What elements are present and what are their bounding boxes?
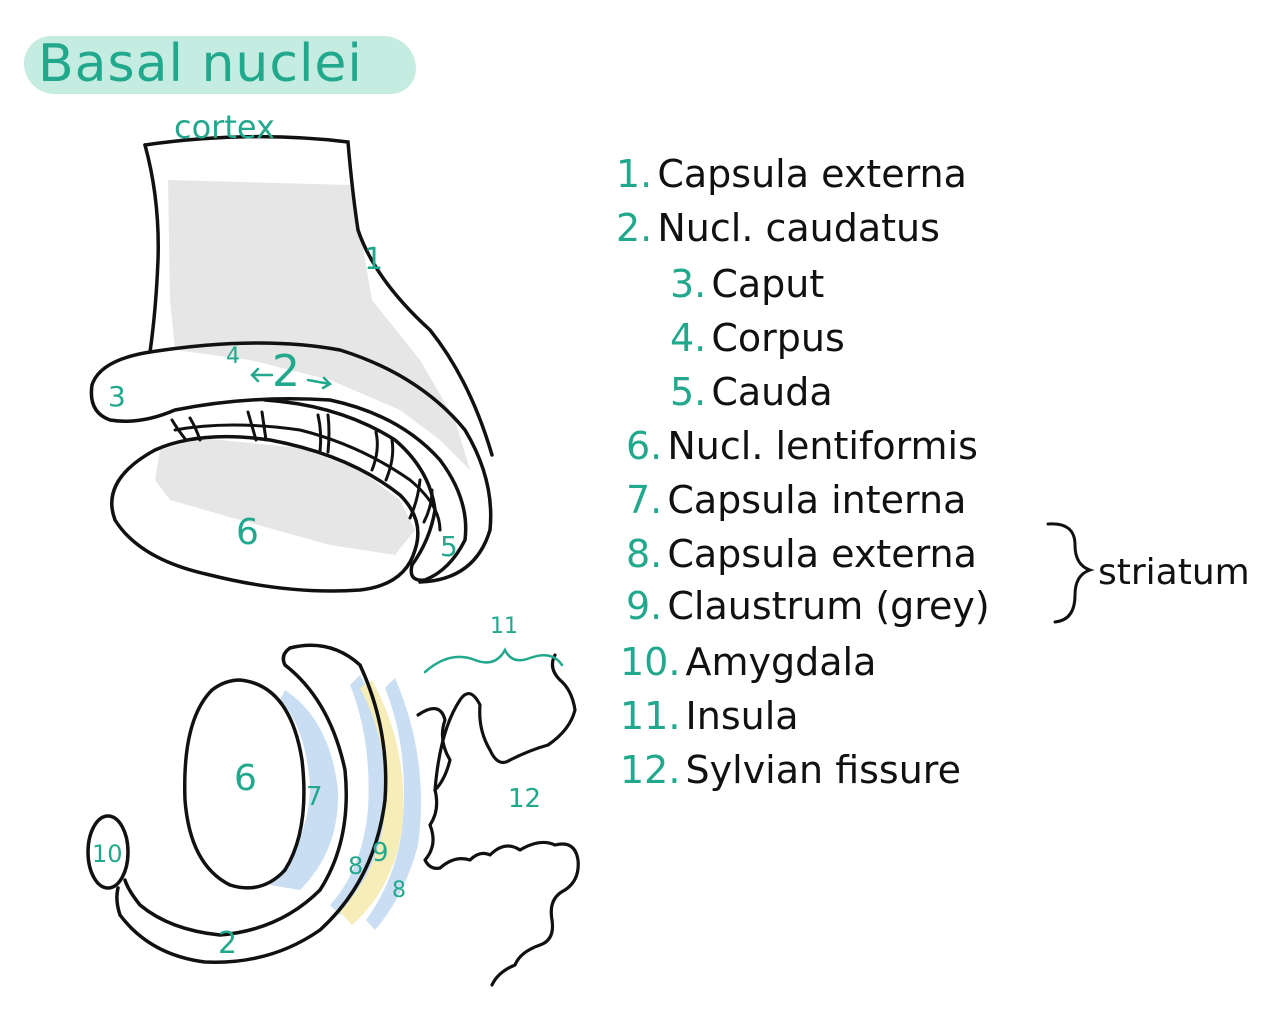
legend-num: 7.: [626, 478, 662, 522]
legend-item-11: 11. Insula: [620, 694, 799, 746]
legend-text: Insula: [686, 694, 799, 738]
legend-item-3: 3. Caput: [670, 262, 824, 314]
legend-item-2: 2. Nucl. caudatus: [616, 206, 940, 258]
insula-brace: [425, 650, 562, 672]
legend-text: Nucl. caudatus: [657, 206, 940, 250]
page-title: Basal nuclei: [38, 34, 363, 94]
legend-num: 3.: [670, 262, 706, 306]
legend-item-5: 5. Cauda: [670, 370, 833, 422]
legend-item-1: 1. Capsula externa: [616, 152, 967, 204]
label-top-6: 6: [236, 512, 259, 553]
legend-num: 1.: [616, 152, 652, 196]
label-bottom-11: 11: [490, 614, 518, 639]
legend-num: 6.: [626, 424, 662, 468]
legend-item-8: 8. Capsula externa: [626, 532, 977, 584]
label-bottom-8a: 8: [348, 852, 363, 880]
legend-num: 2.: [616, 206, 652, 250]
legend-num: 5.: [670, 370, 706, 414]
legend-num: 10.: [620, 640, 680, 684]
label-bottom-7: 7: [306, 782, 323, 812]
label-bottom-2: 2: [218, 926, 237, 961]
label-bottom-10: 10: [92, 840, 123, 868]
legend-text: Corpus: [711, 316, 844, 360]
legend-num: 11.: [620, 694, 680, 738]
legend-num: 4.: [670, 316, 706, 360]
title-block: Basal nuclei: [20, 28, 420, 100]
legend-text: Capsula externa: [657, 152, 967, 196]
arrow-left: [252, 369, 272, 381]
legend-item-7: 7. Capsula interna: [626, 478, 966, 530]
striatum-label: striatum: [1098, 552, 1250, 593]
label-top-1: 1: [364, 242, 383, 277]
legend-text: Capsula interna: [667, 478, 966, 522]
legend-num: 8.: [626, 532, 662, 576]
label-bottom-8b: 8: [392, 878, 406, 903]
label-top-4: 4: [226, 344, 240, 369]
label-top-2: 2: [272, 346, 300, 397]
label-bottom-9: 9: [372, 838, 389, 868]
label-bottom-12: 12: [508, 784, 541, 814]
legend-item-6: 6. Nucl. lentiformis: [626, 424, 978, 476]
legend-text: Claustrum (grey): [667, 584, 989, 628]
legend-text: Sylvian fissure: [686, 748, 961, 792]
label-bottom-6: 6: [234, 758, 257, 799]
cortex-left-edge: [145, 145, 158, 352]
label-cortex: cortex: [174, 108, 275, 146]
legend-num: 12.: [620, 748, 680, 792]
legend-num: 9.: [626, 584, 662, 628]
legend-item-12: 12. Sylvian fissure: [620, 748, 961, 800]
legend-text: Nucl. lentiformis: [667, 424, 978, 468]
striatum-bracket: [1048, 524, 1090, 622]
legend-item-4: 4. Corpus: [670, 316, 845, 368]
legend-text: Cauda: [711, 370, 832, 414]
legend-item-9: 9. Claustrum (grey): [626, 584, 990, 636]
legend-item-10: 10. Amygdala: [620, 640, 876, 692]
legend-text: Amygdala: [686, 640, 877, 684]
arrow-right: [308, 378, 330, 388]
label-top-5: 5: [440, 530, 458, 563]
legend-text: Caput: [711, 262, 824, 306]
label-top-3: 3: [108, 380, 126, 413]
legend-text: Capsula externa: [667, 532, 977, 576]
sylvian-fissure-line: [435, 655, 575, 790]
